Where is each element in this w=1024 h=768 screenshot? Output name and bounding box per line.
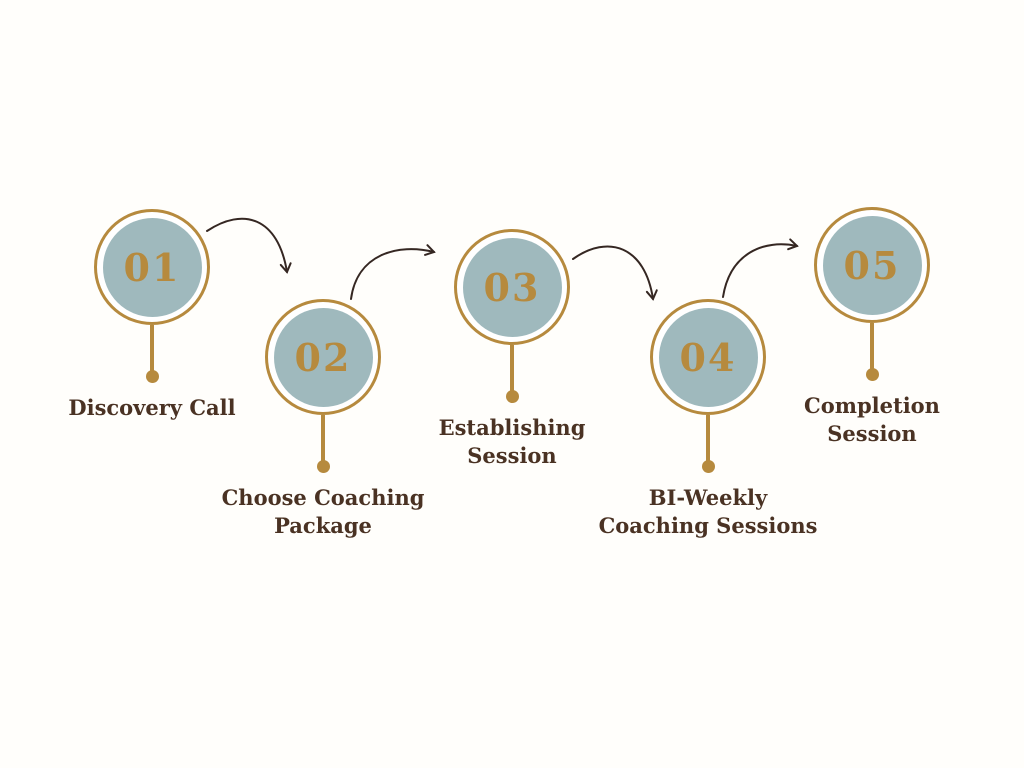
process-step-3: 03 Establishing Session	[382, 229, 642, 470]
step-circle-ring: 03	[454, 229, 570, 345]
step-circle-ring: 01	[94, 209, 210, 325]
step-label: Discovery Call	[68, 395, 236, 420]
step-number: 05	[843, 242, 901, 288]
connector-line	[706, 415, 710, 461]
step-number: 02	[294, 334, 352, 380]
step-number: 04	[679, 334, 737, 380]
step-circle-fill: 01	[102, 217, 202, 317]
connector-dot-icon	[865, 368, 879, 381]
step-label: Choose Coaching Package	[221, 485, 425, 538]
step-circle-fill: 04	[658, 307, 758, 407]
process-step-5: 05 Completion Session	[742, 207, 1002, 448]
connector-dot-icon	[145, 370, 159, 383]
connector-dot-icon	[316, 460, 330, 473]
step-number: 03	[483, 264, 541, 310]
step-circle-ring: 02	[265, 299, 381, 415]
step-label: Establishing Session	[438, 415, 586, 468]
step-label: BI-Weekly Coaching Sessions	[598, 485, 818, 538]
step-circle-ring: 04	[650, 299, 766, 415]
step-circle-fill: 02	[273, 307, 373, 407]
step-circle-fill: 05	[822, 215, 922, 315]
connector-line	[150, 325, 154, 371]
process-step-2: 02 Choose Coaching Package	[193, 299, 453, 540]
process-step-1: 01 Discovery Call	[22, 209, 282, 422]
connector-line	[510, 345, 514, 391]
step-number: 01	[123, 244, 181, 290]
connector-dot-icon	[505, 390, 519, 403]
step-circle-fill: 03	[462, 237, 562, 337]
connector-line	[870, 323, 874, 369]
step-label: Completion Session	[804, 393, 940, 446]
connector-dot-icon	[701, 460, 715, 473]
process-step-4: 04 BI-Weekly Coaching Sessions	[578, 299, 838, 540]
step-circle-ring: 05	[814, 207, 930, 323]
connector-line	[321, 415, 325, 461]
